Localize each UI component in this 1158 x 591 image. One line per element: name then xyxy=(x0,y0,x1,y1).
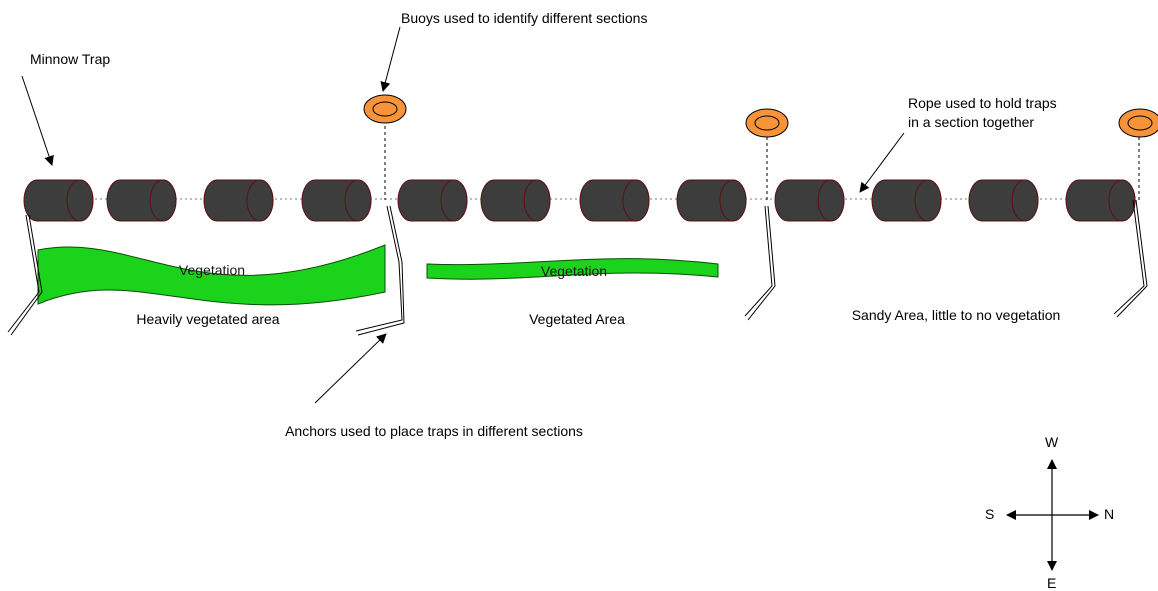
minnow-trap-10 xyxy=(871,179,942,222)
vegetated-area-label: Vegetated Area xyxy=(529,311,625,327)
minnow-trap-2 xyxy=(106,179,177,222)
anchor-1 xyxy=(7,214,43,336)
rope-label-line2: in a section together xyxy=(908,114,1035,130)
anchors-label: Anchors used to place traps in different… xyxy=(285,423,583,439)
anchor-3 xyxy=(744,205,776,321)
vegetation-label-2: Vegetation xyxy=(540,263,608,279)
rope-label-line1: Rope used to hold traps xyxy=(908,95,1057,111)
buoys-label: Buoys used to identify different section… xyxy=(401,10,648,26)
compass-south-label: S xyxy=(985,506,995,522)
minnow-trap-11 xyxy=(968,179,1039,222)
buoys-arrow xyxy=(380,26,401,92)
minnow-trap-7 xyxy=(579,179,650,222)
compass-north-label: N xyxy=(1104,506,1115,522)
vegetation-patch-heavy xyxy=(37,244,386,306)
sandy-area-label: Sandy Area, little to no vegetation xyxy=(851,307,1061,323)
minnow-trap-6 xyxy=(480,179,551,222)
minnow-trap-5 xyxy=(397,179,468,222)
anchors-arrow xyxy=(314,333,387,404)
heavily-vegetated-area-label: Heavily vegetated area xyxy=(136,311,280,327)
vegetation-label-1: Vegetation xyxy=(178,262,246,278)
minnow-trap-3 xyxy=(203,179,274,222)
minnow-trap-4 xyxy=(301,179,372,222)
minnow-trap-8 xyxy=(676,179,747,222)
rope-arrow xyxy=(859,132,905,193)
buoy-3 xyxy=(1118,108,1158,138)
buoy-1 xyxy=(363,94,407,124)
compass-rose xyxy=(1006,459,1099,571)
minnow-trap-12 xyxy=(1065,179,1136,222)
anchor-2 xyxy=(355,205,405,336)
compass-east-label: E xyxy=(1047,575,1057,591)
minnow-trap-9 xyxy=(774,179,845,222)
vegetation-patch-light xyxy=(426,258,719,280)
buoy-2 xyxy=(745,108,789,138)
minnow-trap-label: Minnow Trap xyxy=(30,51,111,67)
minnow-trap-arrow xyxy=(21,75,54,166)
compass-west-label: W xyxy=(1045,434,1059,450)
anchor-4 xyxy=(1113,199,1148,318)
minnow-trap-1 xyxy=(23,179,94,222)
